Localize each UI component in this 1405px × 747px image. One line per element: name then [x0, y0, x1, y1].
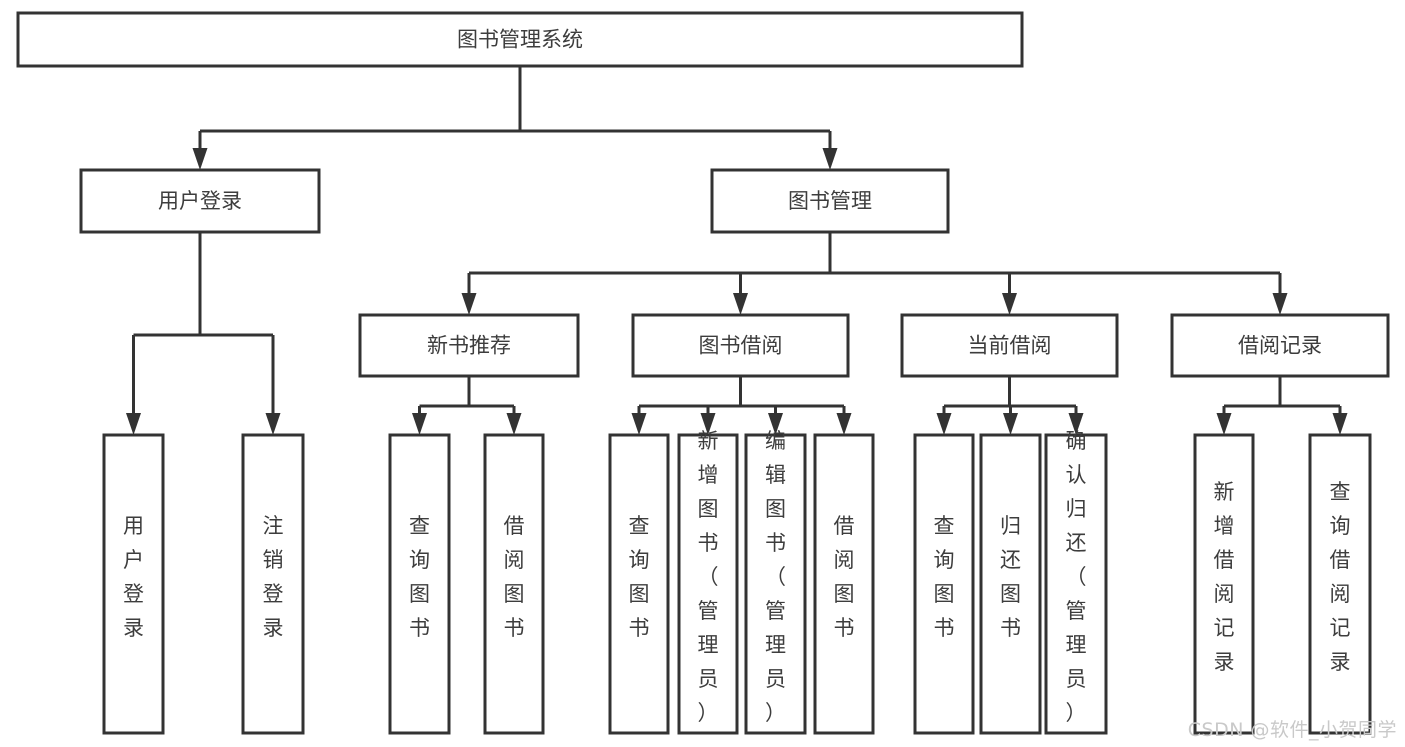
node-box[interactable] [1044, 433, 1108, 735]
node-leaf-query-book-1[interactable]: 查询图书 [388, 433, 451, 735]
arrow-head-icon [631, 413, 647, 435]
node-leaf-user-login[interactable]: 用户登录 [102, 433, 165, 735]
node-box[interactable] [1170, 313, 1390, 378]
node-box[interactable] [631, 313, 850, 378]
node-layer: 图书管理系统用户登录图书管理新书推荐图书借阅当前借阅借阅记录用户登录注销登录查询… [16, 11, 1390, 735]
node-book-borrow[interactable]: 图书借阅 [631, 313, 850, 378]
arrow-head-icon [412, 413, 427, 435]
node-box[interactable] [744, 433, 807, 735]
arrow-head-icon [1216, 413, 1232, 435]
node-box[interactable] [358, 313, 580, 378]
arrow-head-icon [1003, 413, 1018, 435]
node-leaf-query-book-3[interactable]: 查询图书 [913, 433, 975, 735]
node-label: 借阅图书 [834, 514, 855, 640]
node-leaf-edit-book[interactable]: 编辑图书（管理员） [744, 429, 807, 735]
node-user-login[interactable]: 用户登录 [79, 168, 321, 234]
node-label: 图书管理 [788, 189, 872, 213]
arrow-head-icon [733, 293, 748, 315]
node-leaf-return-book[interactable]: 归还图书 [979, 433, 1042, 735]
node-box[interactable] [16, 11, 1024, 68]
node-leaf-borrow-book-2[interactable]: 借阅图书 [813, 433, 875, 735]
node-current-borrow[interactable]: 当前借阅 [900, 313, 1119, 378]
node-label: 当前借阅 [968, 334, 1052, 358]
node-leaf-borrow-book-1[interactable]: 借阅图书 [483, 433, 545, 735]
node-box[interactable] [241, 433, 305, 735]
node-box[interactable] [608, 433, 670, 735]
node-leaf-logout[interactable]: 注销登录 [241, 433, 305, 735]
arrow-head-icon [192, 148, 208, 170]
connector-layer [126, 66, 1348, 435]
node-box[interactable] [79, 168, 321, 234]
node-box[interactable] [677, 433, 739, 735]
watermark-label: CSDN @软件_小贺同学 [1187, 719, 1397, 741]
arrow-head-icon [1332, 413, 1348, 435]
node-label: 查询借阅记录 [1330, 480, 1351, 674]
arrow-head-icon [126, 413, 141, 435]
arrow-head-icon [1002, 293, 1017, 315]
node-box[interactable] [813, 433, 875, 735]
node-box[interactable] [900, 313, 1119, 378]
node-root[interactable]: 图书管理系统 [16, 11, 1024, 68]
node-label: 图书管理系统 [457, 28, 583, 52]
node-label: 查询图书 [934, 514, 955, 640]
node-leaf-query-record[interactable]: 查询借阅记录 [1308, 433, 1372, 735]
node-borrow-record[interactable]: 借阅记录 [1170, 313, 1390, 378]
node-label: 编辑图书（管理员） [765, 429, 786, 725]
arrow-head-icon [1272, 293, 1288, 315]
node-label: 归还图书 [1000, 514, 1021, 640]
node-box[interactable] [388, 433, 451, 735]
arrow-head-icon [836, 413, 852, 435]
arrow-head-icon [936, 413, 952, 435]
arrow-head-icon [822, 148, 838, 170]
node-new-book-rec[interactable]: 新书推荐 [358, 313, 580, 378]
node-label: 借阅图书 [504, 514, 525, 640]
node-leaf-add-record[interactable]: 新增借阅记录 [1193, 433, 1255, 735]
node-label: 用户登录 [123, 514, 144, 640]
node-leaf-confirm-return[interactable]: 确认归还（管理员） [1044, 429, 1108, 735]
arrow-head-icon [506, 413, 522, 435]
arrow-head-icon [700, 413, 716, 435]
node-label: 查询图书 [409, 514, 430, 640]
node-box[interactable] [102, 433, 165, 735]
arrow-head-icon [768, 413, 783, 435]
node-label: 注销登录 [263, 514, 284, 640]
node-label: 新增借阅记录 [1214, 480, 1235, 674]
node-label: 确认归还（管理员） [1066, 429, 1087, 725]
arrow-head-icon [265, 413, 281, 435]
node-label: 新书推荐 [427, 334, 511, 358]
node-box[interactable] [913, 433, 975, 735]
node-leaf-add-book[interactable]: 新增图书（管理员） [677, 429, 739, 735]
node-box[interactable] [710, 168, 950, 234]
node-label: 借阅记录 [1238, 334, 1322, 358]
node-box[interactable] [1193, 433, 1255, 735]
node-box[interactable] [979, 433, 1042, 735]
node-book-manage[interactable]: 图书管理 [710, 168, 950, 234]
arrow-head-icon [461, 293, 477, 315]
node-box[interactable] [483, 433, 545, 735]
node-leaf-query-book-2[interactable]: 查询图书 [608, 433, 670, 735]
node-label: 查询图书 [629, 514, 650, 640]
node-label: 图书借阅 [699, 334, 783, 358]
arrow-head-icon [1068, 413, 1084, 435]
node-label: 用户登录 [158, 189, 242, 213]
node-box[interactable] [1308, 433, 1372, 735]
node-label: 新增图书（管理员） [698, 429, 719, 725]
